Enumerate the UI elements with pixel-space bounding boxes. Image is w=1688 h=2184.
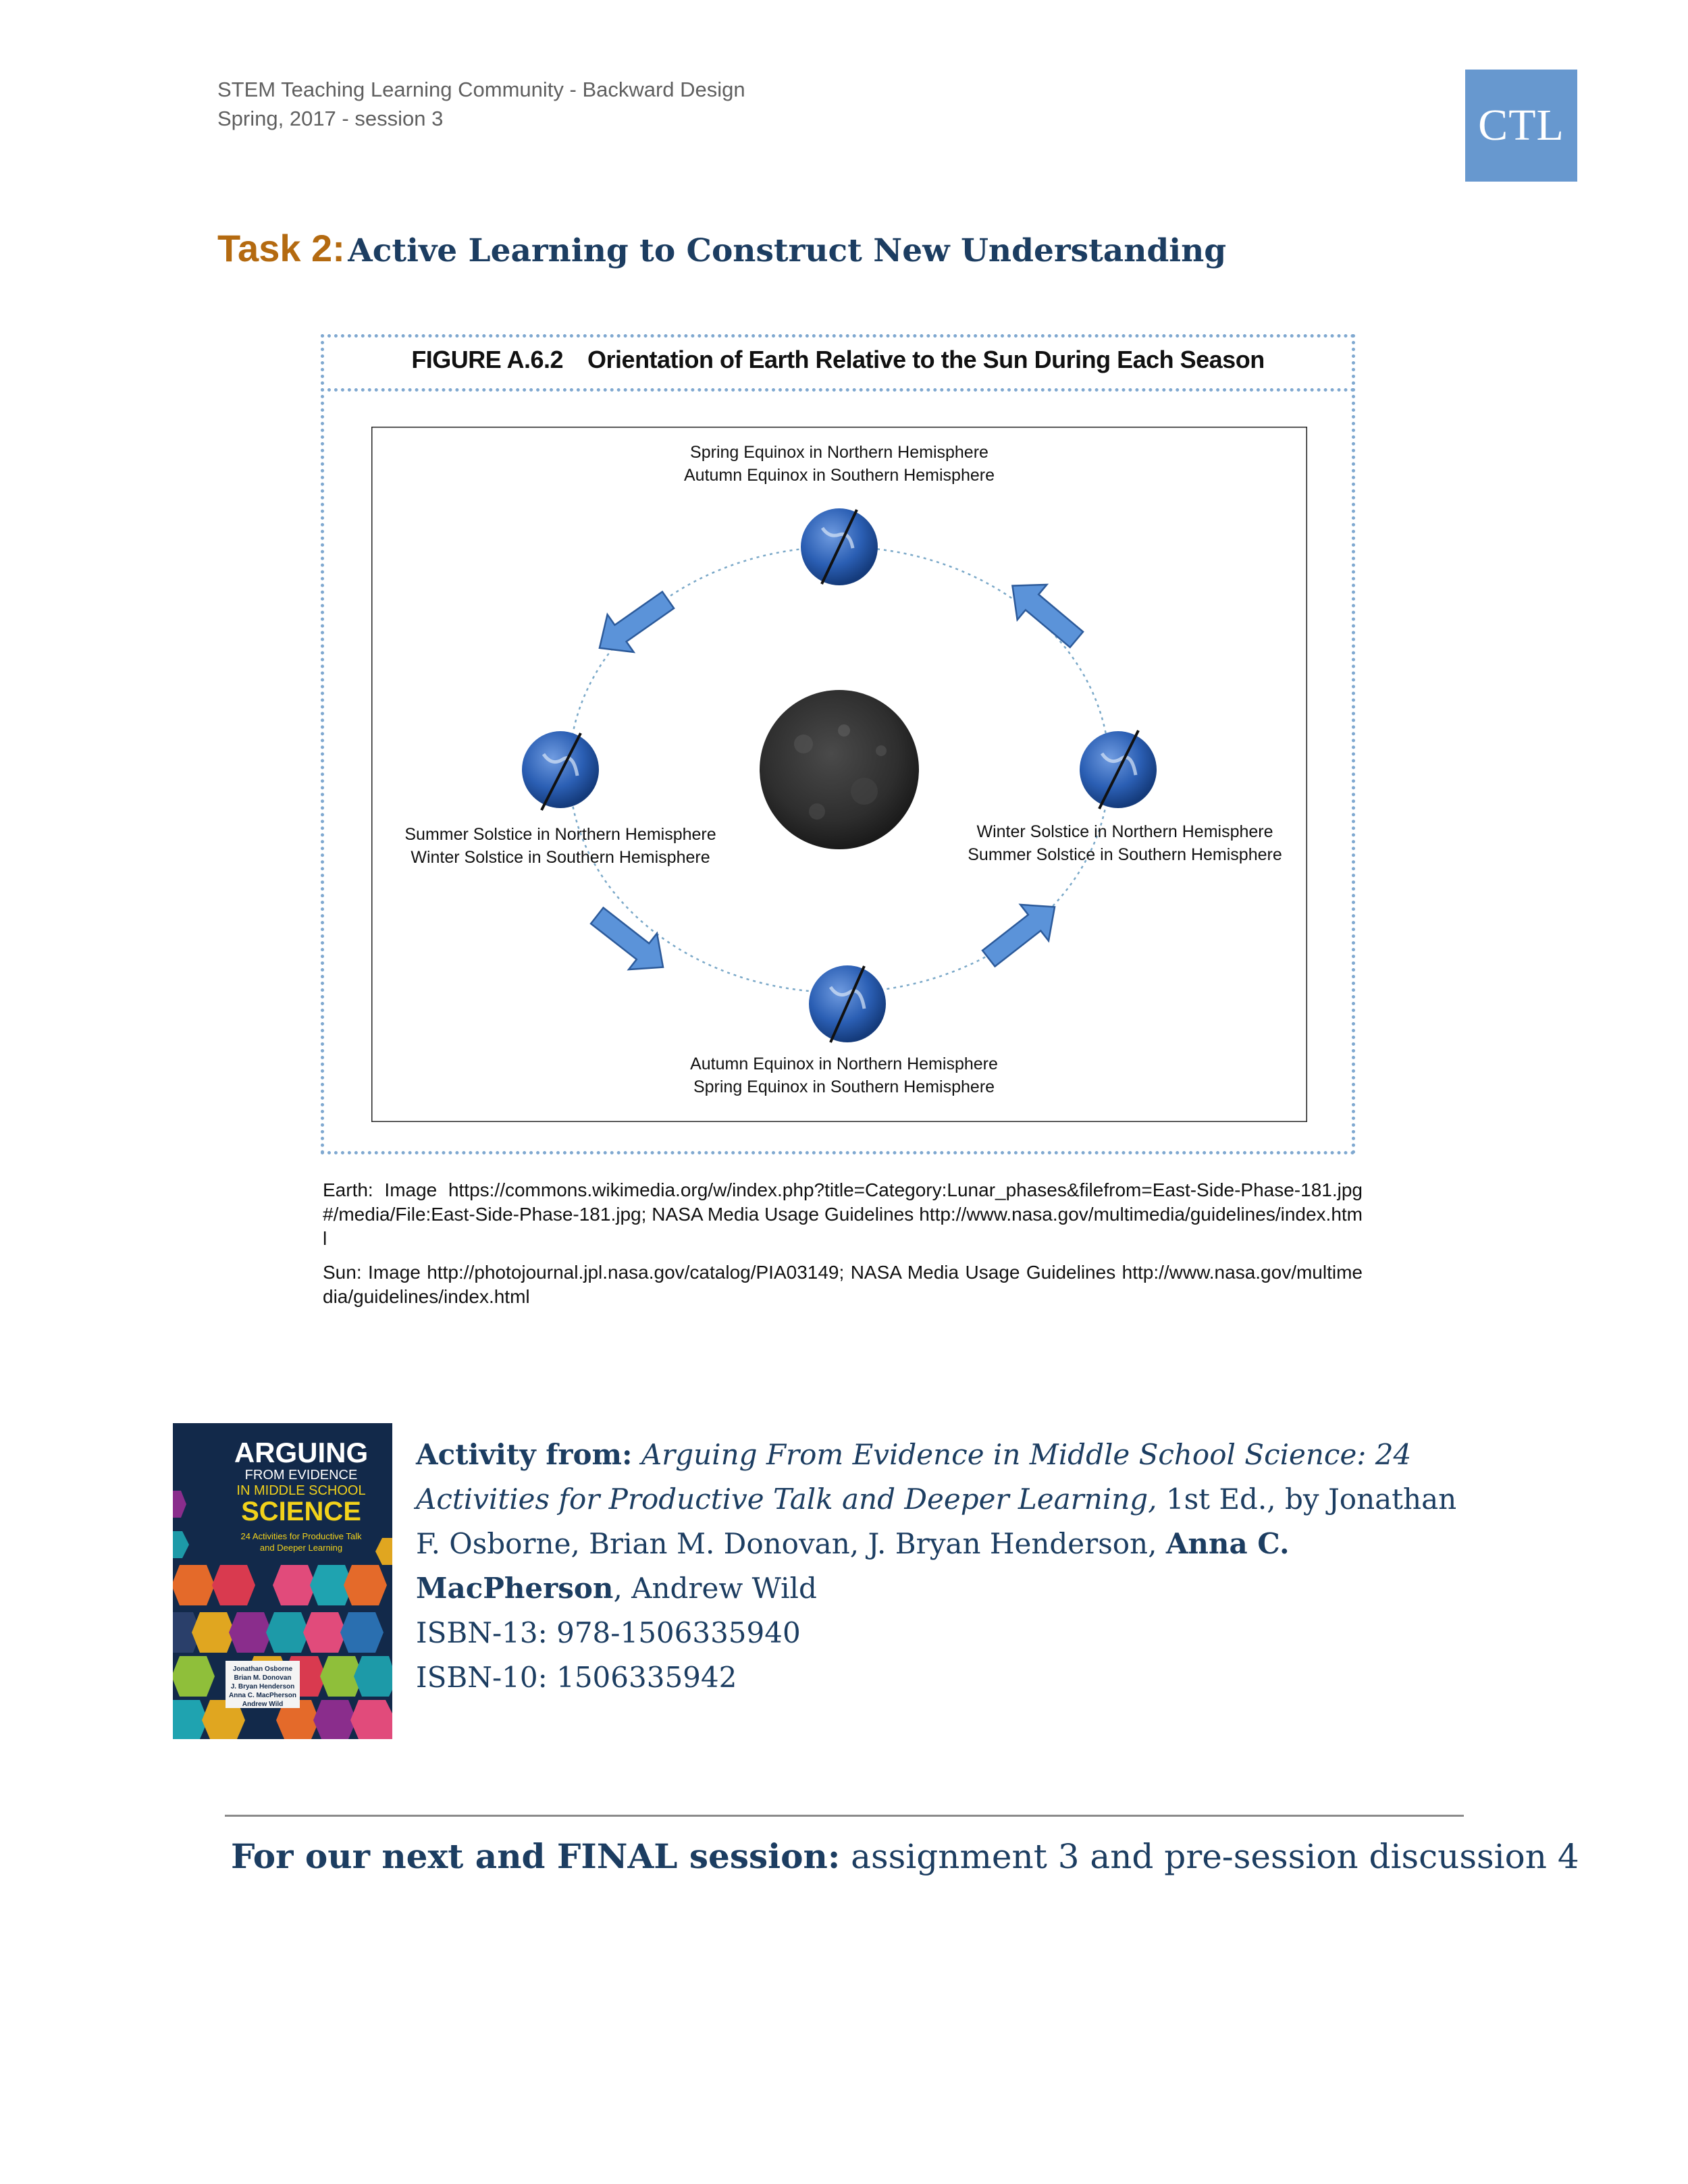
isbn-10: ISBN-10: 1506335942 bbox=[416, 1661, 737, 1694]
sun-image-credit: Sun: Image http://photojournal.jpl.nasa.… bbox=[323, 1262, 1363, 1307]
earth-icon-bottom bbox=[809, 965, 886, 1043]
season-label-bottom-line2: Spring Equinox in Southern Hemisphere bbox=[693, 1077, 995, 1096]
seasons-diagram: Spring Equinox in Northern Hemisphere Au… bbox=[371, 427, 1307, 1122]
section-divider bbox=[225, 1815, 1464, 1817]
season-label-top-line2: Autumn Equinox in Southern Hemisphere bbox=[684, 466, 995, 485]
book-edition-authors: 1st Ed., by Jonathan F. Osborne, Brian M… bbox=[416, 1483, 1457, 1560]
cover-title-line4: SCIENCE bbox=[241, 1497, 361, 1526]
highlight-author: Anna C. MacPherson bbox=[416, 1527, 1290, 1605]
figure-frame bbox=[321, 334, 1355, 1154]
figure-number: FIGURE A.6.2 bbox=[411, 346, 564, 373]
season-label-bottom-line1: Autumn Equinox in Northern Hemisphere bbox=[690, 1055, 998, 1073]
last-author: , Andrew Wild bbox=[613, 1572, 817, 1605]
cover-author: Jonathan Osborne bbox=[233, 1666, 293, 1673]
cover-author: Brian M. Donovan bbox=[234, 1674, 291, 1682]
cover-author: J. Bryan Henderson bbox=[231, 1683, 294, 1690]
activity-reference: Activity from: Arguing From Evidence in … bbox=[416, 1433, 1469, 1611]
next-session-note: For our next and FINAL session: assignme… bbox=[231, 1836, 1579, 1876]
next-session-text: assignment 3 and pre-session discussion … bbox=[840, 1837, 1579, 1876]
book-cover-image: ARGUING FROM EVIDENCE IN MIDDLE SCHOOL S… bbox=[173, 1423, 392, 1739]
figure-title: Orientation of Earth Relative to the Sun… bbox=[587, 346, 1265, 373]
earth-icon-top bbox=[801, 508, 878, 585]
cover-title-line2: FROM EVIDENCE bbox=[245, 1468, 358, 1483]
cover-subtitle-line1: 24 Activities for Productive Talk bbox=[241, 1531, 362, 1541]
cover-author: Andrew Wild bbox=[242, 1701, 283, 1708]
task-heading: Task 2: Active Learning to Construct New… bbox=[217, 226, 1226, 270]
image-credits: Earth: Image https://commons.wikimedia.o… bbox=[323, 1178, 1363, 1319]
task-title: Active Learning to Construct New Underst… bbox=[348, 232, 1227, 269]
earth-icon-left bbox=[522, 731, 599, 811]
next-session-label: For our next and FINAL session: bbox=[231, 1836, 841, 1876]
figure-caption: FIGURE A.6.2 Orientation of Earth Relativ… bbox=[321, 346, 1355, 374]
isbn-13: ISBN-13: 978-1506335940 bbox=[416, 1616, 801, 1649]
figure-title-divider bbox=[321, 388, 1355, 392]
earth-image-credit: Earth: Image https://commons.wikimedia.o… bbox=[323, 1179, 1363, 1249]
book-title: Arguing From Evidence in Middle School S… bbox=[416, 1438, 1412, 1516]
season-label-right-line2: Summer Solstice in Southern Hemisphere bbox=[968, 845, 1282, 864]
cover-title-line3: IN MIDDLE SCHOOL bbox=[236, 1483, 365, 1498]
cover-subtitle-line2: and Deeper Learning bbox=[260, 1543, 342, 1553]
season-label-right-line1: Winter Solstice in Northern Hemisphere bbox=[976, 822, 1273, 841]
ctl-logo: CTL bbox=[1465, 70, 1577, 182]
cover-author: Anna C. MacPherson bbox=[229, 1692, 296, 1699]
season-label-left-line1: Summer Solstice in Northern Hemisphere bbox=[404, 825, 716, 844]
task-label: Task 2: bbox=[217, 227, 345, 269]
sun-icon bbox=[760, 690, 919, 849]
activity-citation: Activity from: Arguing From Evidence in … bbox=[416, 1433, 1469, 1700]
activity-label: Activity from: bbox=[416, 1438, 633, 1471]
season-label-top-line1: Spring Equinox in Northern Hemisphere bbox=[690, 443, 988, 462]
header-course-title: STEM Teaching Learning Community - Backw… bbox=[217, 78, 745, 101]
earth-icon-right bbox=[1080, 730, 1157, 809]
cover-title-line1: ARGUING bbox=[234, 1437, 368, 1468]
season-label-left-line2: Winter Solstice in Southern Hemisphere bbox=[411, 848, 710, 867]
header-session-info: Spring, 2017 - session 3 bbox=[217, 107, 444, 130]
